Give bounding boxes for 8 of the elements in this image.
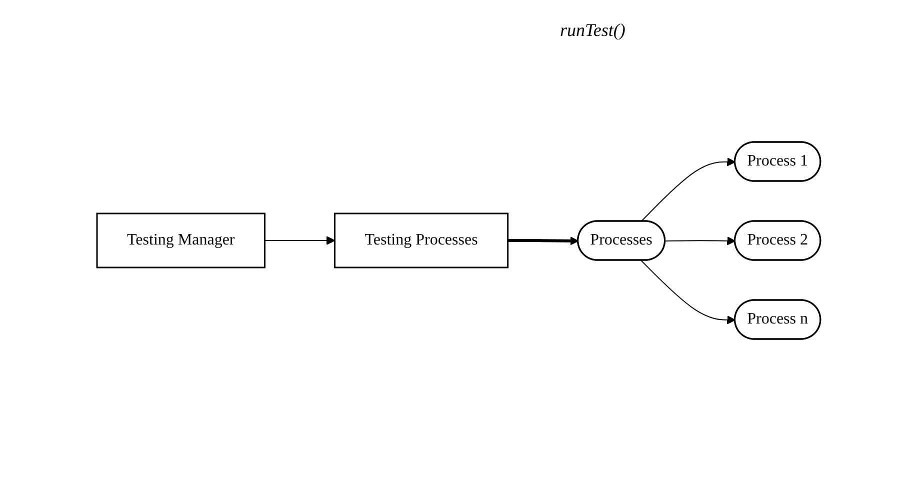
arrow [508, 236, 579, 246]
arrow [264, 236, 335, 245]
arrow [664, 236, 736, 246]
function-call-label: runTest() [560, 20, 626, 41]
node-box: Testing Manager [96, 212, 266, 268]
node-box: Testing Processes [334, 212, 508, 268]
arrow [640, 157, 736, 222]
arrow [640, 260, 736, 324]
